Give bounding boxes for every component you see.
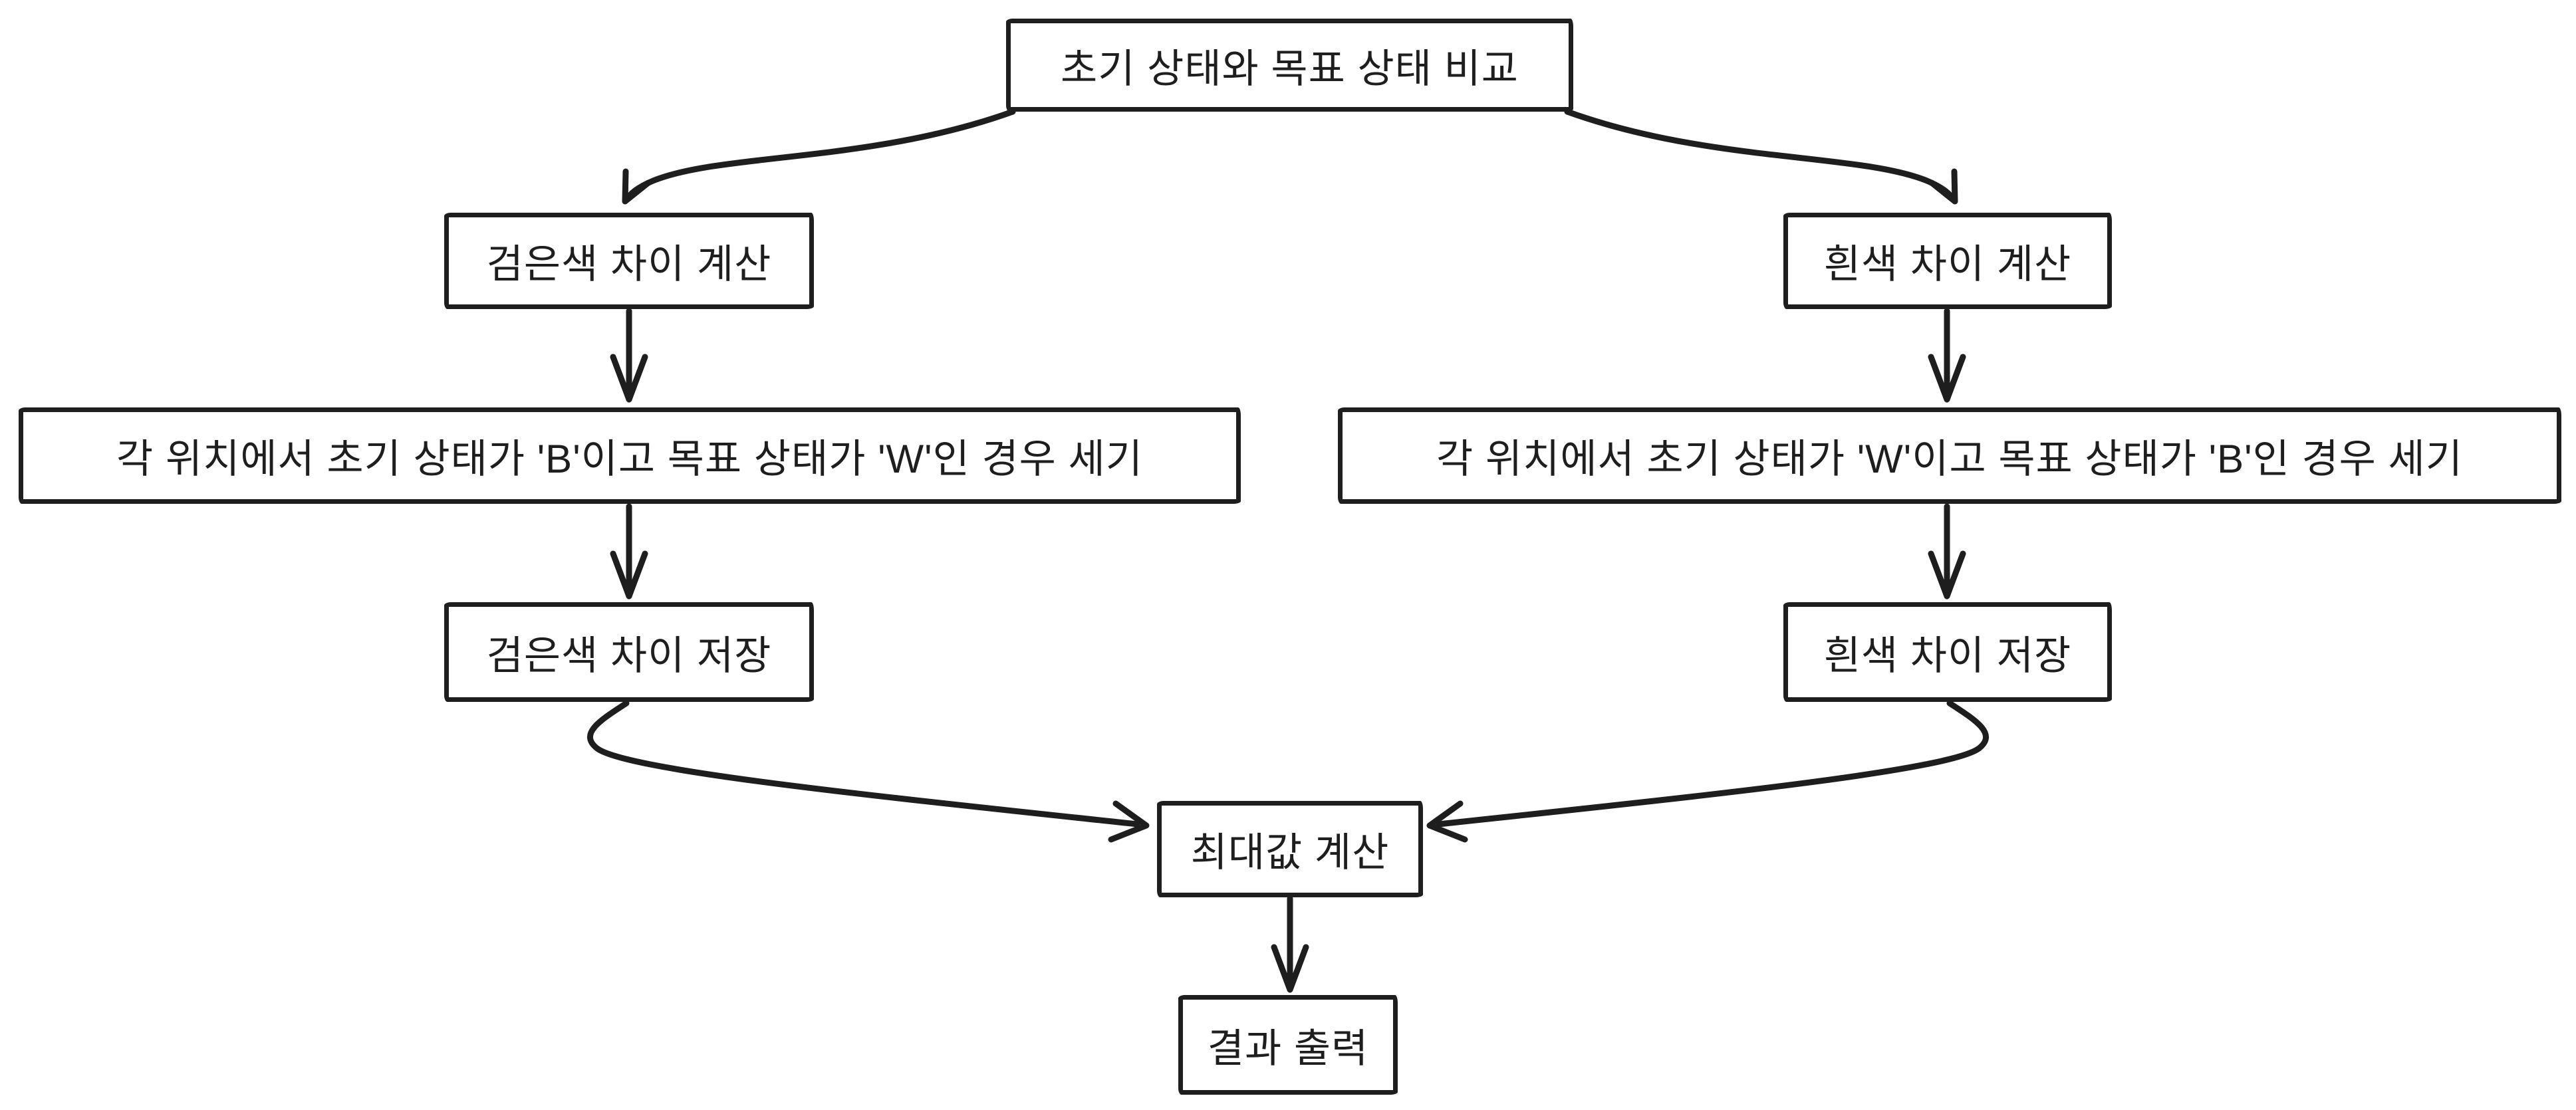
node-result-output: 결과 출력 [1178, 995, 1398, 1095]
arrow-count-wb-to-store-white [1928, 503, 1966, 600]
node-calc-white-diff-label: 흰색 차이 계산 [1823, 242, 2072, 286]
arrow-store-black-to-max [586, 700, 1150, 843]
arrow-calc-black-to-count-bw [610, 308, 648, 403]
arrow-count-bw-to-store-black [610, 503, 648, 600]
node-count-b-to-w-label: 각 위치에서 초기 상태가 'B'이고 목표 상태가 'W'인 경우 세기 [116, 437, 1143, 481]
node-result-output-label: 결과 출력 [1207, 1026, 1369, 1071]
arrow-calc-white-to-count-wb [1928, 308, 1966, 403]
arrow-compare-to-calc-black [622, 108, 1016, 205]
node-count-w-to-b-label: 각 위치에서 초기 상태가 'W'이고 목표 상태가 'B'인 경우 세기 [1436, 437, 2463, 481]
node-store-white-diff: 흰색 차이 저장 [1783, 602, 2112, 702]
node-max-calc: 최대값 계산 [1157, 801, 1423, 897]
arrow-max-to-output [1271, 895, 1309, 993]
node-calc-black-diff: 검은색 차이 계산 [444, 213, 814, 309]
arrow-compare-to-calc-white [1564, 108, 1958, 205]
node-store-white-diff-label: 흰색 차이 저장 [1823, 633, 2072, 678]
node-compare-states-label: 초기 상태와 목표 상태 비교 [1061, 46, 1519, 91]
node-calc-white-diff: 흰색 차이 계산 [1783, 213, 2112, 309]
node-count-w-to-b: 각 위치에서 초기 상태가 'W'이고 목표 상태가 'B'인 경우 세기 [1338, 407, 2561, 504]
arrow-store-white-to-max [1426, 700, 1990, 843]
node-max-calc-label: 최대값 계산 [1190, 830, 1390, 875]
node-count-b-to-w: 각 위치에서 초기 상태가 'B'이고 목표 상태가 'W'인 경우 세기 [19, 407, 1241, 504]
node-calc-black-diff-label: 검은색 차이 계산 [486, 242, 772, 286]
node-compare-states: 초기 상태와 목표 상태 비교 [1006, 19, 1573, 112]
node-store-black-diff-label: 검은색 차이 저장 [486, 633, 772, 678]
node-store-black-diff: 검은색 차이 저장 [444, 602, 814, 702]
